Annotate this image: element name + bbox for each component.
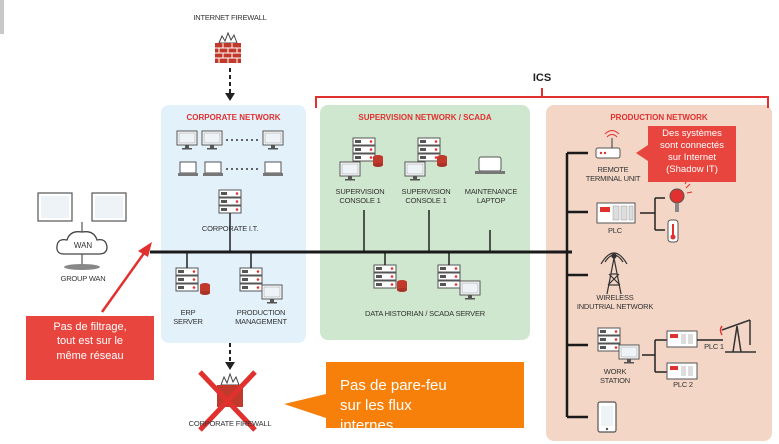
laptop-icon — [202, 161, 224, 177]
desktop-icon — [262, 130, 284, 150]
production-management-label: PRODUCTION MANAGEMENT — [235, 308, 287, 326]
fire-alarm-icon — [669, 179, 693, 212]
erp-server-icon — [175, 267, 199, 292]
plc-1-icon — [666, 330, 698, 348]
supervision-console-label: SUPERVISION CONSOLE 1 — [335, 187, 385, 205]
corporate-it-server-icon — [218, 189, 242, 214]
antenna-icon — [600, 252, 628, 295]
shadow-it-callout: Des systèmes sont connectés sur Internet… — [648, 126, 736, 182]
router-icon — [595, 130, 621, 159]
thermometer-icon — [667, 219, 679, 243]
no-firewall-callout: Pas de pare-feu sur les flux internes — [326, 362, 524, 428]
desktop-icon — [618, 344, 640, 364]
pumpjack-icon — [719, 319, 756, 353]
wireless-network-label: WIRELESS INDUTRIAL NETWORK — [576, 293, 654, 311]
production-management-server-icon — [239, 267, 263, 292]
laptop-icon — [478, 156, 502, 172]
group-wan-label: GROUP WAN — [60, 274, 106, 283]
supervision-console-label: SUPERVISION CONSOLE 1 — [401, 187, 451, 205]
desktop-icon — [404, 161, 426, 181]
desktop-icon — [339, 161, 361, 181]
database-icon — [397, 280, 407, 292]
tablet-icon — [597, 401, 617, 433]
cloud-icon — [56, 231, 108, 255]
erp-server-label: ERP SERVER — [173, 308, 203, 326]
corporate-network-title: CORPORATE NETWORK — [186, 113, 281, 122]
supervision-server-icon — [417, 137, 441, 162]
corporate-firewall-label: CORPORATE FIREWALL — [188, 419, 272, 428]
corporate-it-label: CORPORATE I.T. — [201, 224, 259, 233]
laptop-icon — [262, 161, 284, 177]
scada-server-icon — [437, 264, 461, 289]
historian-server-icon — [373, 264, 397, 289]
plc-icon — [596, 202, 636, 224]
internet-firewall-label: INTERNET FIREWALL — [193, 13, 267, 22]
supervision-network-title: SUPERVISION NETWORK / SCADA — [358, 113, 492, 122]
plc-1-label: PLC 1 — [704, 342, 724, 351]
database-icon — [200, 283, 210, 295]
database-icon — [437, 155, 447, 167]
scrollbar[interactable] — [0, 0, 4, 34]
wan-label: WAN — [73, 241, 93, 250]
supervision-server-icon — [352, 137, 376, 162]
no-filtering-callout: Pas de filtrage, tout est sur le même ré… — [26, 316, 154, 380]
production-network-title: PRODUCTION NETWORK — [610, 113, 708, 122]
plc-2-icon — [666, 362, 698, 380]
cross-mark-icon — [198, 370, 257, 432]
remote-terminal-unit-label: REMOTE TERMINAL UNIT — [585, 165, 641, 183]
work-station-label: WORK STATION — [600, 367, 630, 385]
desktop-icon — [201, 130, 223, 150]
desktop-icon — [261, 284, 283, 304]
desktop-icon — [459, 280, 481, 300]
database-icon — [373, 155, 383, 167]
laptop-icon — [177, 161, 199, 177]
data-historian-label: DATA HISTORIAN / SCADA SERVER — [365, 309, 485, 318]
maintenance-laptop-label: MAINTENANCE LAPTOP — [464, 187, 518, 205]
plc-2-label: PLC 2 — [673, 380, 693, 389]
ics-label: ICS — [532, 72, 552, 84]
desktop-icon — [176, 130, 198, 150]
plc-label: PLC — [608, 226, 622, 235]
internet-firewall-icon — [214, 32, 242, 64]
workstation-server-icon — [597, 327, 621, 352]
